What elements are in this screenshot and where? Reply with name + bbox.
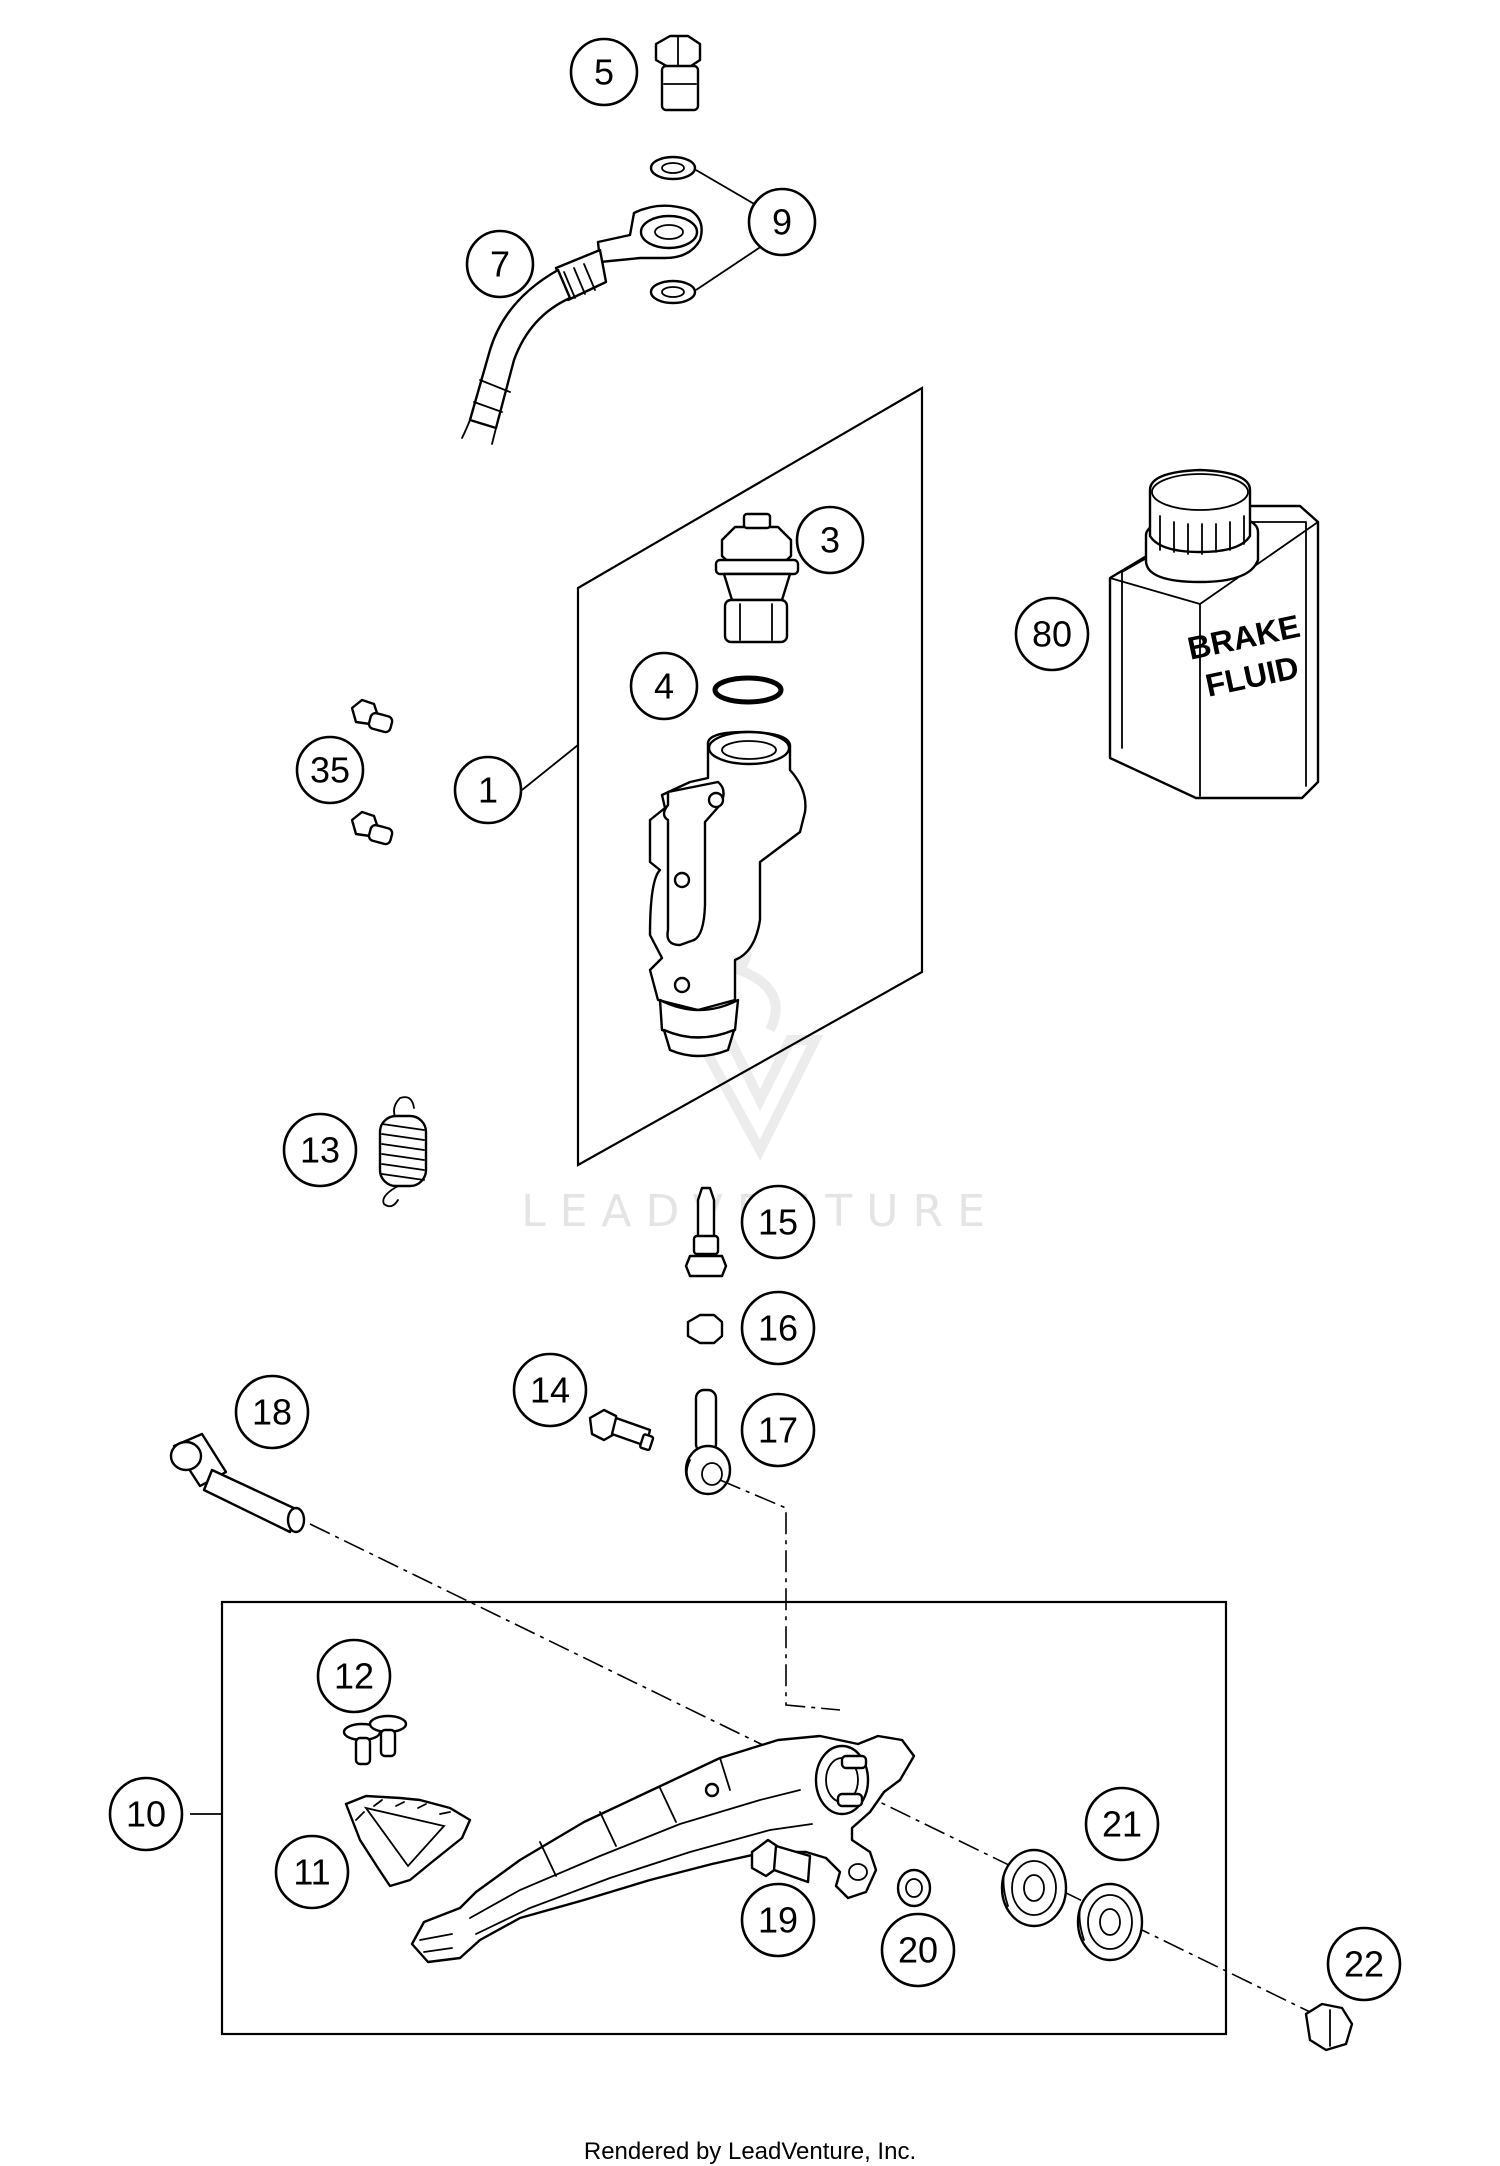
- part-1-master-cylinder: [648, 730, 807, 1058]
- master-cylinder-kit-panel: [576, 386, 924, 1167]
- part-5-banjo-bolt: [654, 34, 702, 112]
- callout-14[interactable]: 14: [512, 1352, 588, 1428]
- leader-9b: [695, 241, 769, 291]
- callout-label: 20: [898, 1930, 938, 1971]
- part-35-screw-upper: [350, 698, 394, 734]
- callout-3[interactable]: 3: [795, 505, 865, 575]
- part-4-o-ring: [712, 675, 784, 705]
- leader-1: [521, 744, 579, 791]
- part-7-brake-hose: [461, 204, 703, 445]
- part-13-spring: [378, 1096, 428, 1208]
- part-20-bushing: [896, 1868, 932, 1908]
- callout-22[interactable]: 22: [1326, 1926, 1402, 2002]
- brake-pedal-kit-box: [220, 1600, 1228, 2036]
- callout-1[interactable]: 1: [453, 755, 523, 825]
- part-9-washer-upper: [649, 155, 697, 181]
- axis-line-clevis: [719, 1479, 841, 1711]
- part-15-push-rod: [684, 1186, 728, 1278]
- axis-line-pivot: [309, 1523, 1311, 2013]
- callout-5[interactable]: 5: [569, 37, 639, 107]
- callout-80[interactable]: 80: [1014, 596, 1090, 672]
- callout-label: 4: [654, 666, 674, 707]
- part-21-bearing-b: [1076, 1882, 1144, 1962]
- callout-15[interactable]: 15: [740, 1184, 816, 1260]
- part-35-screw-lower: [350, 810, 394, 846]
- callout-18[interactable]: 18: [234, 1374, 310, 1450]
- callout-label: 80: [1032, 614, 1072, 655]
- callout-16[interactable]: 16: [740, 1290, 816, 1366]
- callout-20[interactable]: 20: [880, 1912, 956, 1988]
- part-3-reservoir-fitting: [714, 512, 800, 644]
- callout-label: 16: [758, 1308, 798, 1349]
- part-21-bearing-a: [1000, 1848, 1068, 1928]
- part-16-nut: [686, 1313, 724, 1345]
- callout-17[interactable]: 17: [740, 1392, 816, 1468]
- callout-4[interactable]: 4: [629, 651, 699, 721]
- callout-label: 35: [310, 750, 350, 791]
- callout-13[interactable]: 13: [282, 1112, 358, 1188]
- callout-label: 15: [758, 1202, 798, 1243]
- callout-label: 13: [300, 1130, 340, 1171]
- leader-9a: [695, 169, 757, 206]
- callout-12[interactable]: 12: [316, 1638, 392, 1714]
- part-80-brake-fluid-bottle: BRAKE FLUID: [1108, 468, 1320, 800]
- callout-label: 7: [490, 244, 510, 285]
- callout-label: 22: [1344, 1944, 1384, 1985]
- part-19-pin: [750, 1838, 812, 1884]
- callout-11[interactable]: 11: [274, 1834, 350, 1910]
- callout-label: 10: [126, 1794, 166, 1835]
- part-14-bolt: [588, 1408, 655, 1452]
- callout-label: 19: [758, 1900, 798, 1941]
- part-18-pivot-bolt: [169, 1432, 306, 1534]
- callout-9[interactable]: 9: [747, 187, 817, 257]
- callout-21[interactable]: 21: [1084, 1786, 1160, 1862]
- callout-label: 14: [530, 1370, 570, 1411]
- callout-label: 17: [758, 1410, 798, 1451]
- part-17-clevis: [684, 1388, 732, 1496]
- part-11-pedal-step: [344, 1794, 472, 1888]
- part-9-washer-lower: [649, 279, 697, 305]
- callout-label: 3: [820, 520, 840, 561]
- callout-label: 21: [1102, 1804, 1142, 1845]
- callout-label: 5: [594, 52, 614, 93]
- callout-label: 9: [772, 202, 792, 243]
- part-12-rivets: [342, 1714, 408, 1766]
- callout-10[interactable]: 10: [108, 1776, 184, 1852]
- callout-35[interactable]: 35: [295, 735, 365, 805]
- callout-label: 11: [293, 1852, 330, 1893]
- brake-pedal-arm: [410, 1734, 916, 1964]
- callout-7[interactable]: 7: [465, 229, 535, 299]
- callout-19[interactable]: 19: [740, 1882, 816, 1958]
- part-22-nut: [1304, 2002, 1354, 2052]
- callout-label: 12: [334, 1656, 374, 1697]
- callout-label: 18: [252, 1392, 292, 1433]
- footer-credit: Rendered by LeadVenture, Inc.: [583, 2138, 917, 2165]
- callout-label: 1: [478, 770, 498, 811]
